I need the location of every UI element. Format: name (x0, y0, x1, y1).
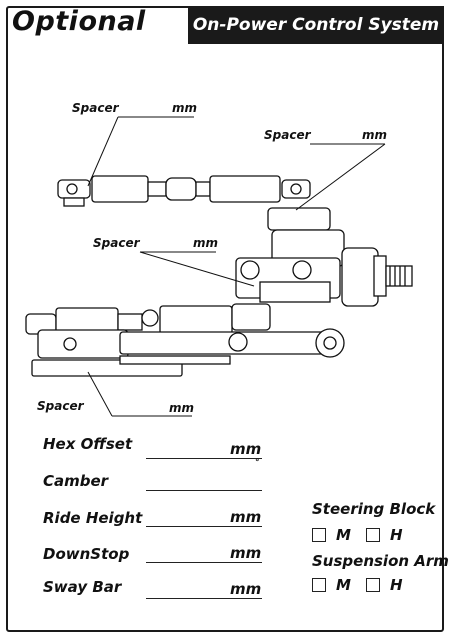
hex-offset-field[interactable] (146, 458, 262, 459)
upper-thread-left (147, 181, 167, 197)
hex-offset-label: Hex Offset (43, 435, 133, 453)
upper-link-sleeve-left (91, 175, 149, 203)
sway-bar-label: Sway Bar (43, 578, 122, 596)
spacer-label-lower: Spacer (37, 399, 84, 413)
upper-link-sleeve-right (209, 175, 281, 203)
spacer-label-upper-right: Spacer (264, 128, 311, 142)
sway-bar-field[interactable] (146, 598, 262, 599)
upper-rod-end-washer (63, 197, 85, 207)
hex-offset-unit: mm (230, 440, 262, 458)
suspension-arm-m-checkbox[interactable] (312, 578, 326, 592)
spacer-label-middle: Spacer (93, 236, 140, 250)
camber-unit: ° (255, 458, 260, 468)
spacer-unit-upper-right: mm (362, 128, 388, 142)
suspension-arm-h-checkbox[interactable] (366, 578, 380, 592)
lower-link-sleeve-right (159, 305, 233, 335)
sway-bar-unit: mm (230, 580, 262, 598)
suspension-arm (119, 331, 331, 355)
downstop-unit: mm (230, 544, 262, 562)
suspension-arm-m-label: M (336, 576, 351, 594)
hub-carrier (341, 247, 379, 307)
hub-flange (373, 255, 387, 297)
downstop-field[interactable] (146, 562, 262, 563)
ride-height-field[interactable] (146, 526, 262, 527)
upper-thread-right (195, 181, 211, 197)
lower-rod-end-right (231, 303, 271, 331)
lower-thread (117, 313, 143, 331)
spacer-label-upper-left: Spacer (72, 101, 119, 115)
steering-block-m-label: M (336, 526, 351, 544)
camber-label: Camber (43, 472, 109, 490)
steering-block-h-label: H (390, 526, 403, 544)
lower-hex-adjuster (141, 309, 159, 327)
downstop-label: DownStop (43, 545, 130, 563)
spacer-unit-middle: mm (193, 236, 219, 250)
camber-field[interactable] (146, 490, 262, 491)
spacer-unit-lower: mm (169, 401, 195, 415)
optional-badge: Optional (12, 6, 146, 37)
spacer-unit-upper-left: mm (172, 101, 198, 115)
suspension-arm-title: Suspension Arm (312, 552, 449, 570)
suspension-arm-h-label: H (390, 576, 403, 594)
ride-height-unit: mm (230, 508, 262, 526)
arm-mount-block (37, 329, 129, 359)
section-title: On-Power Control System (188, 6, 444, 44)
steering-block-top (267, 207, 331, 231)
upper-hex-adjuster (165, 177, 197, 201)
ride-height-label: Ride Height (43, 509, 143, 527)
steering-block-title: Steering Block (312, 500, 436, 518)
steering-block-m-checkbox[interactable] (312, 528, 326, 542)
steering-block-h-checkbox[interactable] (366, 528, 380, 542)
